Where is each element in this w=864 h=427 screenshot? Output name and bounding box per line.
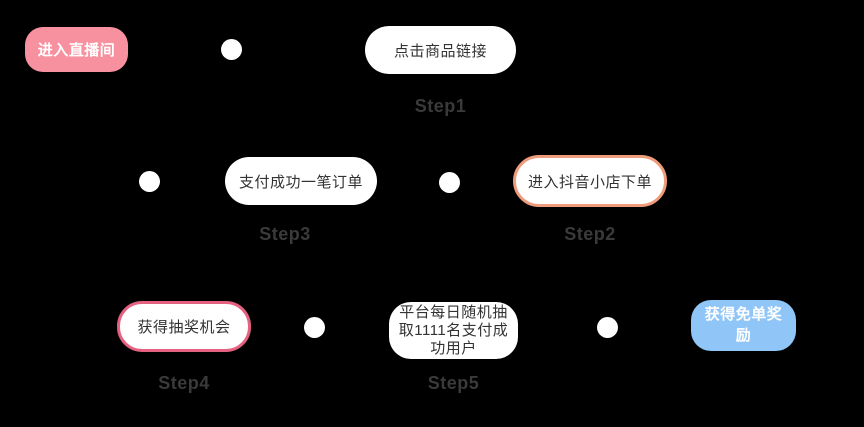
connector-dot (139, 171, 160, 192)
connector-dot (597, 317, 618, 338)
step-label-5: Step5 (427, 373, 480, 393)
node-label: 获得抽奖机会 (137, 319, 231, 336)
step-label-2: Step2 (564, 224, 616, 244)
connector-dot (304, 317, 325, 338)
node-free-order-reward: 获得免单奖励 (691, 300, 796, 351)
node-label: 进入抖音小店下单 (527, 173, 652, 191)
node-enter-douyin-shop: 进入抖音小店下单 (513, 155, 667, 207)
node-label: 支付成功一笔订单 (238, 173, 363, 191)
connector-dot (439, 172, 460, 193)
node-label: 获得免单奖励 (704, 306, 783, 344)
node-daily-random-draw: 平台每日随机抽取1111名支付成功用户 (389, 302, 518, 359)
step-label-3: Step3 (259, 224, 311, 244)
node-pay-one-order: 支付成功一笔订单 (225, 157, 377, 205)
step-label-4: Step4 (158, 373, 210, 393)
connector-dot (221, 39, 242, 60)
node-get-lottery-chance: 获得抽奖机会 (117, 301, 251, 352)
node-label: 点击商品链接 (393, 42, 487, 60)
step-label-1: Step1 (414, 96, 467, 116)
node-click-product-link: 点击商品链接 (365, 26, 516, 74)
node-enter-live-room: 进入直播间 (25, 27, 128, 72)
node-label: 进入直播间 (37, 42, 116, 59)
node-label: 平台每日随机抽取1111名支付成功用户 (398, 303, 509, 357)
